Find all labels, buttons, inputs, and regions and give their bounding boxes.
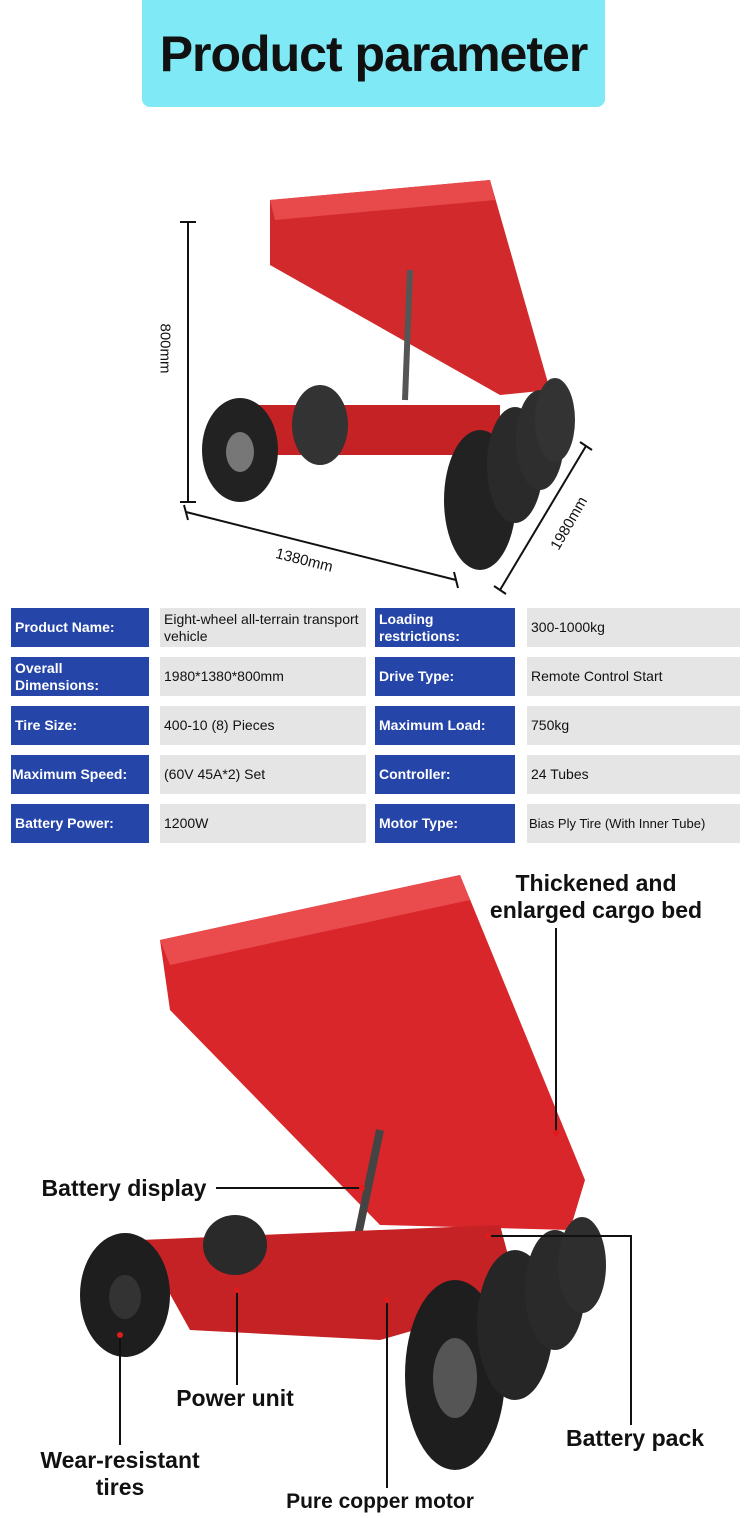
height-dimension-label: 800mm: [156, 323, 174, 374]
battery-display-annotation: Battery display: [41, 1175, 207, 1201]
title-banner: Product parameter: [142, 0, 605, 107]
spec-label: Battery Power:: [11, 804, 149, 843]
spec-label: Overall Dimensions:: [11, 657, 149, 696]
copper-motor-annotation: Pure copper motor: [286, 1490, 474, 1513]
spec-label: Tire Size:: [11, 706, 149, 745]
spec-label: Loading restrictions:: [375, 608, 515, 647]
spec-value: 400-10 (8) Pieces: [160, 706, 366, 745]
annotation-leaders: [119, 928, 632, 1488]
battery-pack-annotation: Battery pack: [565, 1425, 705, 1451]
spec-value: 750kg: [527, 706, 740, 745]
bottom-vehicle-image: [80, 875, 606, 1470]
power-unit-annotation: Power unit: [176, 1385, 294, 1411]
spec-label: Controller:: [375, 755, 515, 794]
spec-label: Maximum Speed:: [11, 755, 149, 794]
spec-value: Eight-wheel all-terrain transport vehicl…: [160, 608, 366, 647]
top-vehicle-image: [202, 180, 575, 570]
spec-label: Product Name:: [11, 608, 149, 647]
spec-value: 1980*1380*800mm: [160, 657, 366, 696]
spec-value: Remote Control Start: [527, 657, 740, 696]
wear-resistant-tires-annotation: Wear-resistant tires: [40, 1447, 200, 1500]
spec-label: Drive Type:: [375, 657, 515, 696]
page-title: Product parameter: [159, 25, 589, 82]
spec-value: 1200W: [160, 804, 366, 843]
spec-value: Bias Ply Tire (With Inner Tube): [527, 804, 740, 843]
cargo-bed-annotation: Thickened and enlarged cargo bed: [489, 870, 703, 923]
spec-value: (60V 45A*2) Set: [160, 755, 366, 794]
spec-label: Maximum Load:: [375, 706, 515, 745]
spec-label: Motor Type:: [375, 804, 515, 843]
spec-value: 300-1000kg: [527, 608, 740, 647]
dimension-lines: [180, 221, 593, 595]
spec-value: 24 Tubes: [527, 755, 740, 794]
